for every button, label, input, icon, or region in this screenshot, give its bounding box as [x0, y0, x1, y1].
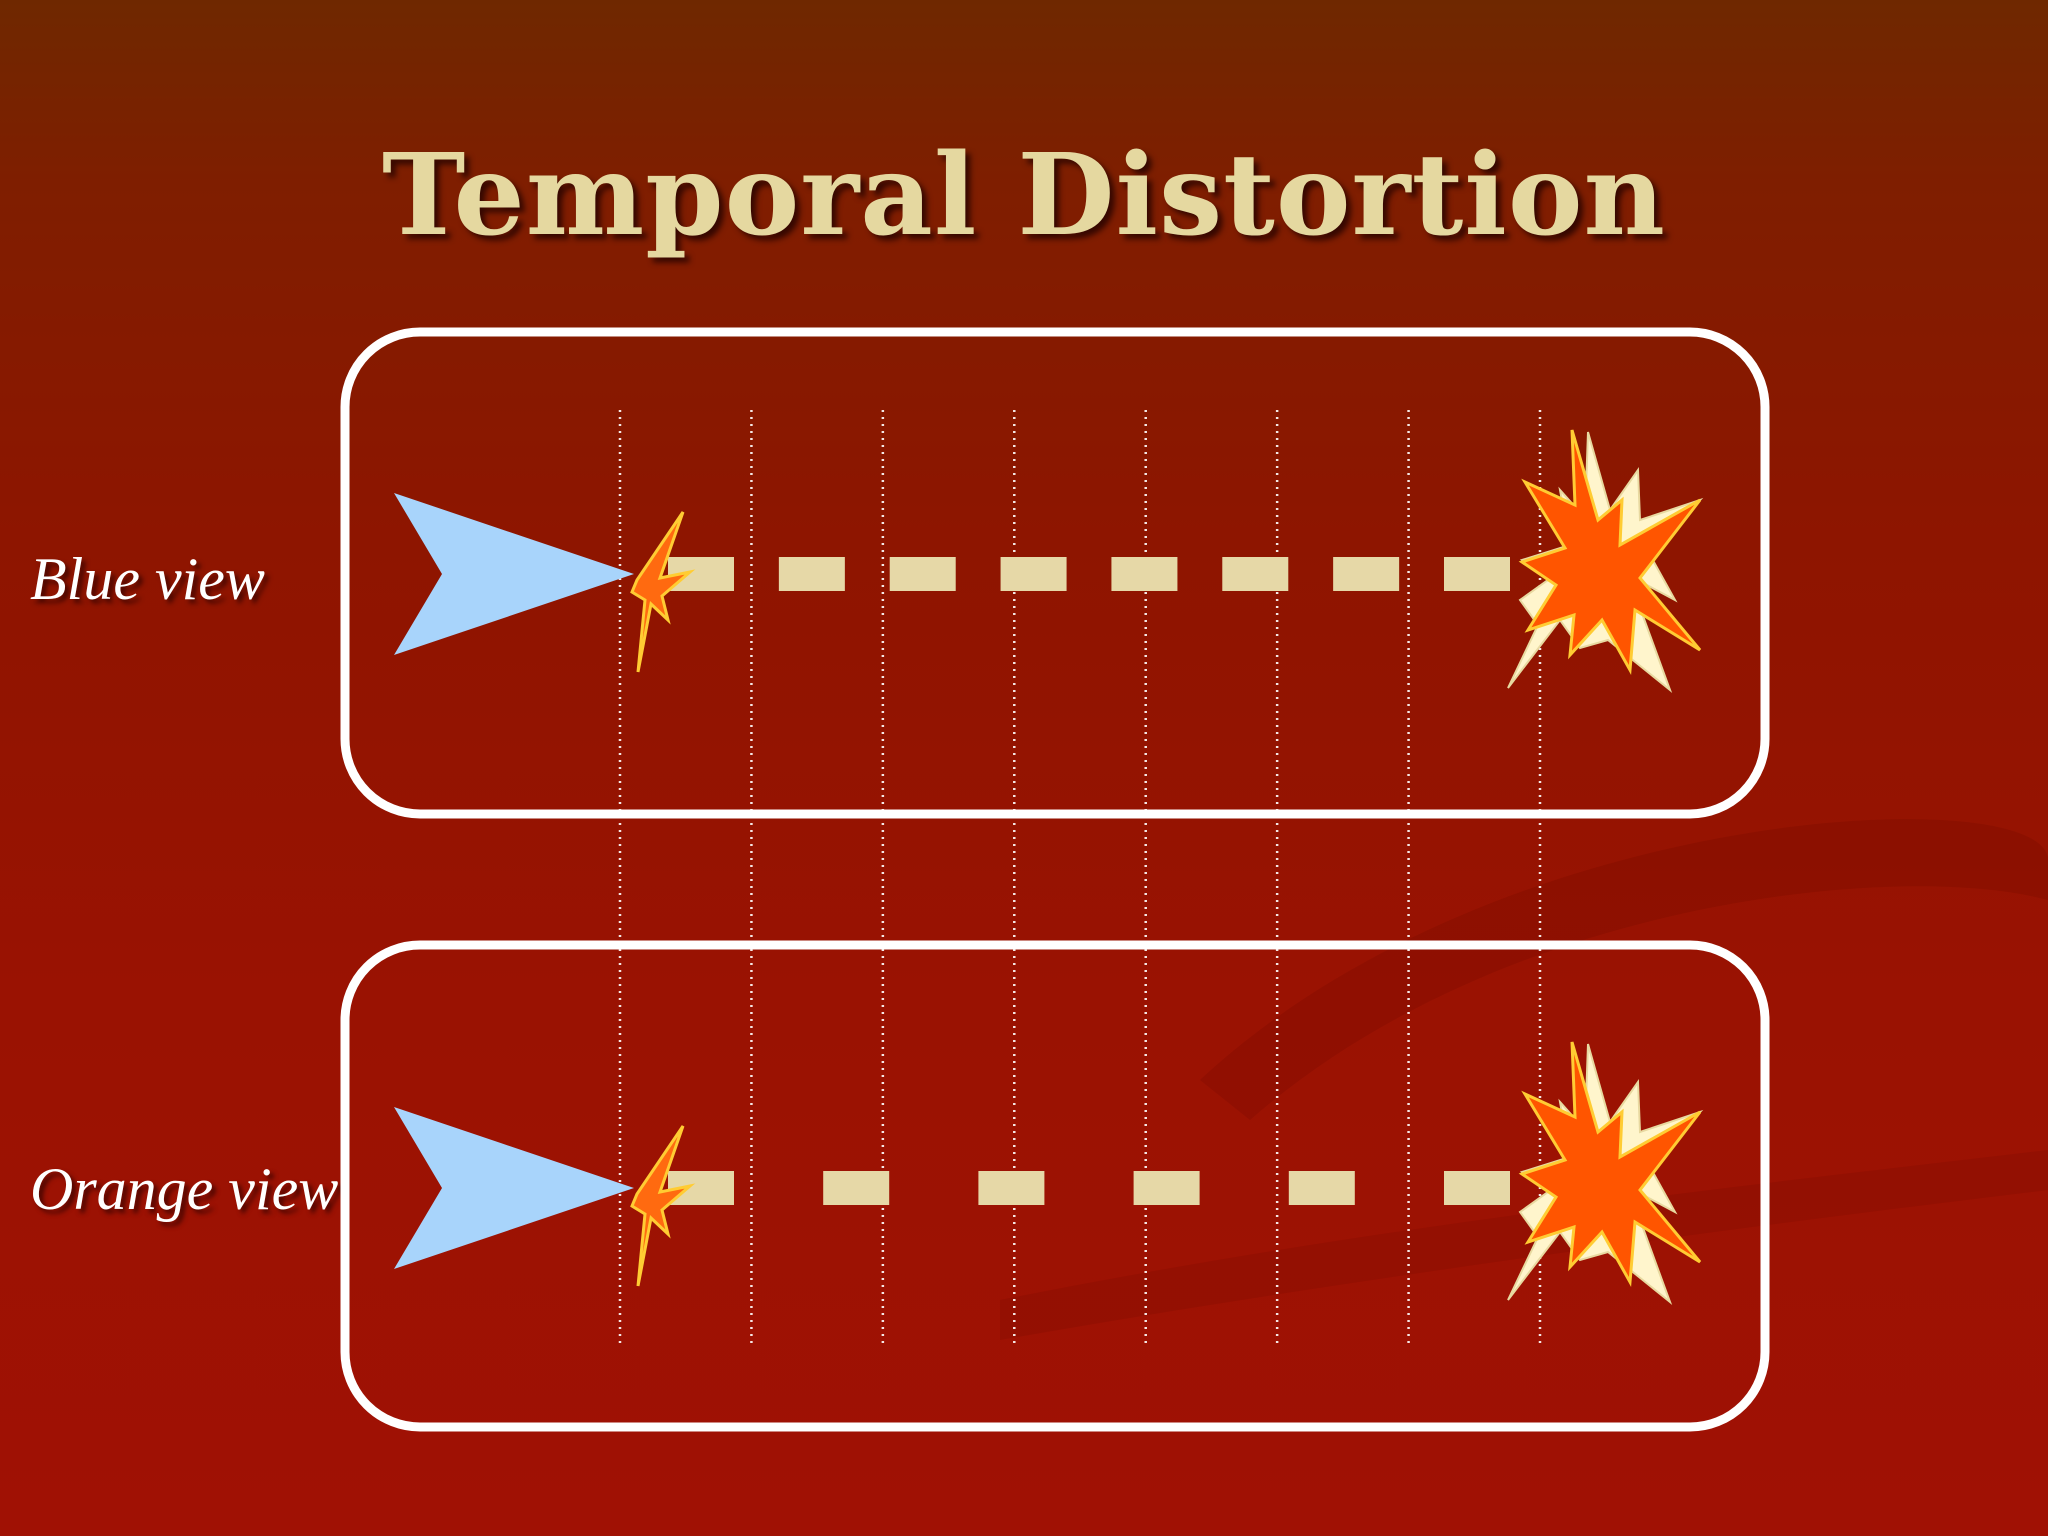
row-label-orange-view: Orange view: [30, 1156, 339, 1222]
orange-view-dashes: [668, 1171, 1510, 1205]
background-swoosh: [1200, 819, 2048, 1120]
dash-segment: [1133, 1171, 1200, 1205]
dash-segment: [1444, 557, 1510, 591]
arrowhead-icon: [394, 493, 634, 655]
explosion-icon: [1507, 1041, 1704, 1306]
dash-segment: [1000, 557, 1067, 591]
dash-segment: [778, 557, 845, 591]
time-grid: [618, 410, 1542, 1345]
orange-view-row: [394, 1041, 1704, 1306]
spark-icon: [630, 1125, 696, 1287]
orange-view-frame: [340, 940, 1770, 1432]
dash-segment: [1333, 557, 1400, 591]
blue-view-dashes: [668, 557, 1510, 591]
dash-segment: [978, 1171, 1045, 1205]
dash-segment: [1288, 1171, 1355, 1205]
blue-view-frame: [340, 327, 1770, 819]
dash-segment: [823, 1171, 890, 1205]
dash-segment: [1111, 557, 1178, 591]
dash-segment: [1222, 557, 1289, 591]
dash-segment: [889, 557, 956, 591]
row-label-blue-view: Blue view: [30, 546, 265, 612]
blue-view-row: [394, 429, 1704, 694]
spark-icon: [630, 511, 696, 673]
background-swoosh-lower: [1000, 1150, 2048, 1340]
arrowhead-icon: [394, 1107, 634, 1269]
explosion-icon: [1507, 429, 1704, 694]
slide-title: Temporal Distortion: [382, 130, 1666, 261]
dash-segment: [1444, 1171, 1510, 1205]
